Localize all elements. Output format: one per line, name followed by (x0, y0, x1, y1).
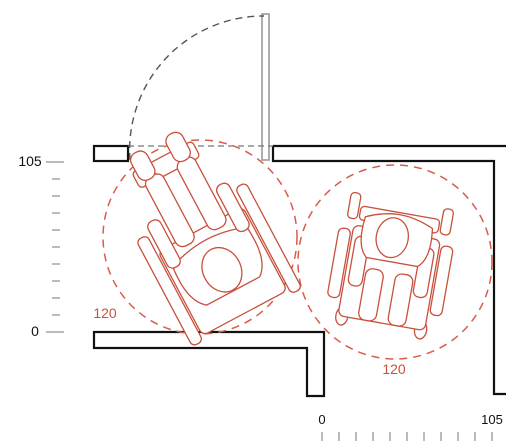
wall-stub-upper-left (92, 144, 130, 163)
door-swing-arc (128, 15, 265, 161)
wheelchair-2-leg-right (387, 273, 414, 327)
wheelchair-2-handle-right (439, 208, 454, 236)
wheelchair-2-head (375, 217, 410, 259)
turning-circle-1-label: 120 (93, 305, 117, 321)
wheelchair-2-wheel-right (429, 245, 454, 317)
turning-circle-2-label: 120 (382, 361, 406, 377)
turning-circle-1 (102, 139, 298, 335)
wheelchair-2-leg-left (358, 268, 384, 322)
vertical-scale-bottom-label: 0 (31, 323, 39, 339)
turning-circles (102, 139, 493, 360)
wheelchair-1-arm-left (147, 219, 181, 269)
wheelchair-1-head (201, 246, 243, 293)
wheelchair-2-wheel-left (327, 227, 351, 299)
door (128, 13, 273, 161)
wheelchair-1-wheel-left (137, 236, 202, 346)
wheelchair-2 (327, 191, 454, 340)
horizontal-scale-left-label: 0 (318, 412, 325, 427)
turning-circle-2 (297, 164, 493, 360)
wheelchair-1 (129, 131, 301, 346)
wheelchair-1-foot-right (165, 131, 191, 163)
vertical-scale: 105 0 (18, 153, 64, 339)
wheelchair-1-arm-right (215, 182, 250, 233)
horizontal-scale: 0 105 (318, 412, 503, 441)
wall-lower-left (92, 330, 326, 398)
walls (92, 144, 506, 398)
vertical-scale-ticks (46, 161, 64, 333)
wall-upper-right (271, 144, 506, 396)
horizontal-scale-ticks (321, 432, 493, 441)
door-leaf (261, 13, 270, 161)
wheelchair-1-foot-left (129, 150, 156, 182)
wheelchair-1-wheel-right (236, 183, 301, 293)
wheelchair-2-handle-left (347, 191, 362, 220)
vertical-scale-top-label: 105 (18, 153, 42, 169)
horizontal-scale-right-label: 105 (481, 412, 503, 427)
